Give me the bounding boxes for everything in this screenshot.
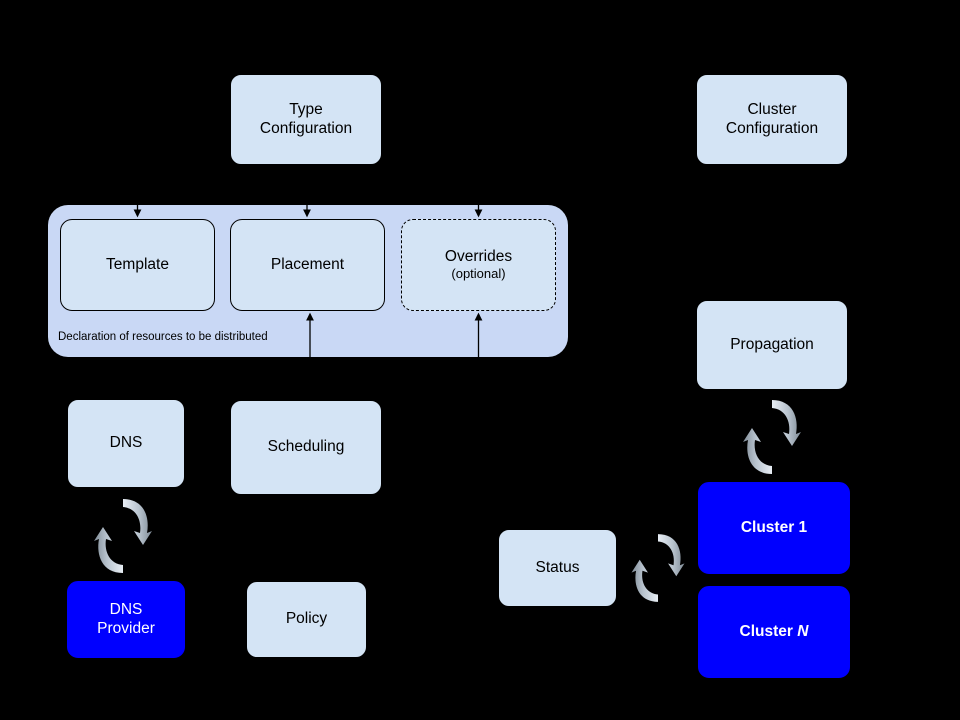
- sync-arrows-icon: [631, 534, 685, 602]
- node-scheduling[interactable]: Scheduling: [230, 400, 382, 495]
- node-dns-provider[interactable]: DNS Provider: [67, 581, 185, 658]
- node-type-configuration[interactable]: Type Configuration: [230, 74, 382, 165]
- node-propagation-label: Propagation: [730, 335, 814, 353]
- node-cluster-1[interactable]: Cluster 1: [698, 482, 850, 574]
- node-placement[interactable]: Placement: [230, 219, 385, 311]
- node-placement-label: Placement: [270, 255, 345, 273]
- sync-arrows-icon: [94, 499, 152, 573]
- node-policy-label: Policy: [285, 610, 328, 628]
- node-status[interactable]: Status: [498, 529, 617, 607]
- node-cluster-n[interactable]: Cluster N: [698, 586, 850, 678]
- node-policy[interactable]: Policy: [246, 581, 367, 658]
- node-overrides-label: Overrides (optional): [444, 248, 513, 282]
- node-propagation[interactable]: Propagation: [696, 300, 848, 390]
- node-scheduling-label: Scheduling: [267, 438, 345, 456]
- node-overrides-sublabel: (optional): [451, 266, 506, 282]
- node-template-label: Template: [106, 255, 169, 273]
- node-cluster-1-label: Cluster 1: [740, 518, 808, 536]
- node-dns-label: DNS: [109, 434, 143, 452]
- node-dns-provider-label: DNS Provider: [97, 601, 155, 637]
- node-cluster-n-label: Cluster N: [739, 622, 809, 640]
- node-template[interactable]: Template: [60, 219, 215, 311]
- sync-arrows-icon: [743, 400, 801, 474]
- node-cluster-configuration-label: Cluster Configuration: [725, 101, 819, 137]
- node-dns[interactable]: DNS: [67, 399, 185, 488]
- node-status-label: Status: [535, 558, 580, 576]
- group-federated-resource-caption: Declaration of resources to be distribut…: [58, 331, 268, 343]
- node-cluster-configuration[interactable]: Cluster Configuration: [696, 74, 848, 165]
- node-overrides[interactable]: Overrides (optional): [401, 219, 556, 311]
- node-type-configuration-label: Type Configuration: [259, 101, 353, 137]
